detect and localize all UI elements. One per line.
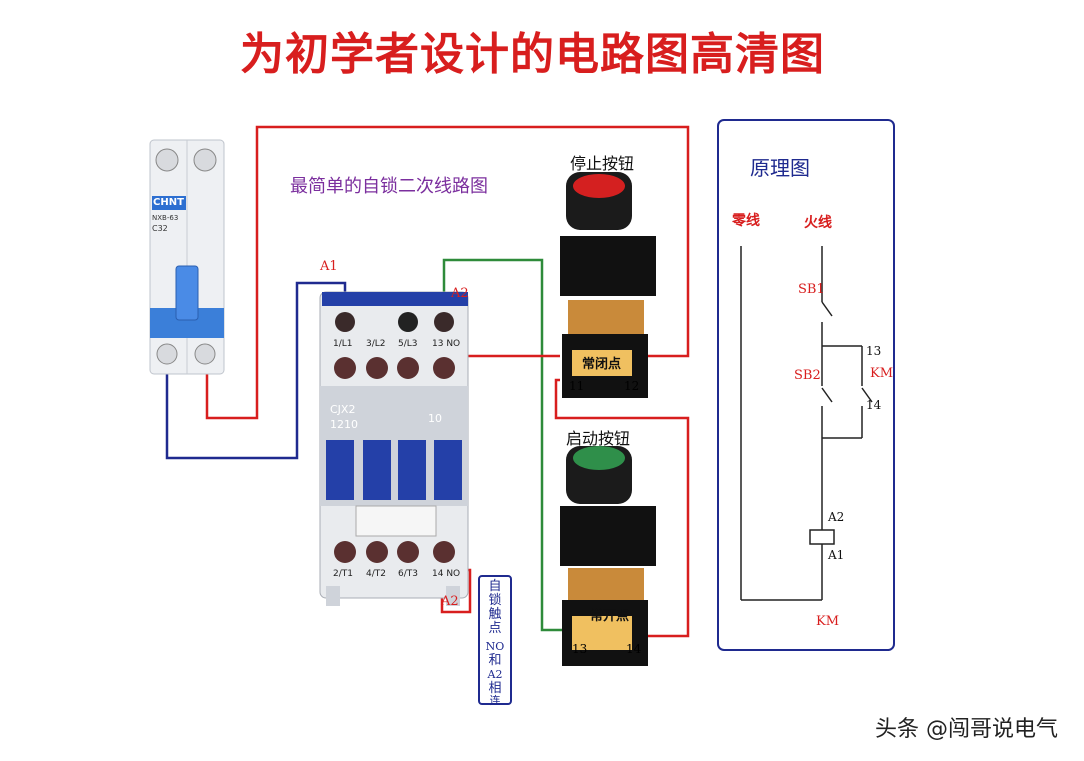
red-wire-stop-start [554,378,690,638]
schematic-frame [717,119,895,651]
sb1-label: SB1 [798,282,825,297]
km-contact-label: KM [870,366,894,381]
coil-km-label: KM [816,614,840,629]
coil-a1-label: A1 [828,548,845,562]
contactor-model-1: CJX2 [330,403,356,416]
start-terminal-14: 14 [626,642,642,656]
schematic-title: 原理图 [750,156,810,180]
note-char: 连 [489,694,501,707]
stop-contact-label: 常闭点 [582,357,622,372]
contactor-bottom-screws [334,541,455,563]
terminal-4-t2: 4/T2 [366,569,386,579]
terminal-3-l2: 3/L2 [366,339,386,349]
note-char: 和 [488,653,502,668]
a2-bottom-label: A2 [441,594,459,609]
page-title: 为初学者设计的电路图高清图 [240,29,825,80]
note-char: NO [485,640,505,653]
terminal-5-l3: 5/L3 [398,339,418,349]
schematic-terminal-14: 14 [866,398,882,412]
note-char: 点 [488,621,502,636]
contactor-model-2: 1210 [330,418,358,431]
blue-wire-a1 [165,281,347,460]
start-terminal-13: 13 [572,642,588,656]
circuit-breaker [149,139,225,375]
green-wire-a2 [442,258,580,632]
breaker-rating: C32 [152,224,168,233]
terminal-1-l1: 1/L1 [333,339,353,349]
start-contact-label: 常开点 [590,609,630,624]
diagram-subtitle: 最简单的自锁二次线路图 [290,176,488,197]
stop-button-title: 停止按钮 [570,154,635,173]
a2-top-label: A2 [451,286,469,301]
note-char: 触 [488,607,502,622]
terminal-2-t1: 2/T1 [333,569,353,579]
a1-label: A1 [320,259,338,274]
self-lock-note: 自 锁 触 点 NO 和 A2 相 连 [478,575,512,707]
coil-a2-label: A2 [828,510,845,524]
contactor-body [319,291,469,606]
terminal-13-no: 13 NO [432,339,461,349]
schematic-terminal-13: 13 [866,344,882,358]
red-wire-top [205,125,690,420]
sb2-label: SB2 [794,368,821,383]
start-button-title: 启动按钮 [566,429,631,448]
stop-terminal-11: 11 [569,379,585,393]
start-button-device [560,446,656,666]
note-char: A2 [487,668,503,681]
contactor-top-screws [334,312,455,379]
terminal-14-no: 14 NO [432,569,461,579]
neutral-label: 零线 [732,213,760,229]
breaker-brand: CHNT [153,197,184,208]
note-char: 自 [488,579,502,594]
watermark: 头条 @闯哥说电气 [875,717,1058,742]
contactor-aux-number: 10 [428,412,442,425]
stop-terminal-12: 12 [624,379,640,393]
schematic-lines [740,246,873,601]
breaker-model: NXB-63 [152,214,179,222]
live-label: 火线 [804,215,832,231]
stop-button-device [560,172,656,398]
coil-symbol [809,529,835,545]
note-char: 相 [488,681,502,696]
terminal-6-t3: 6/T3 [398,569,418,579]
note-char: 锁 [488,593,502,608]
